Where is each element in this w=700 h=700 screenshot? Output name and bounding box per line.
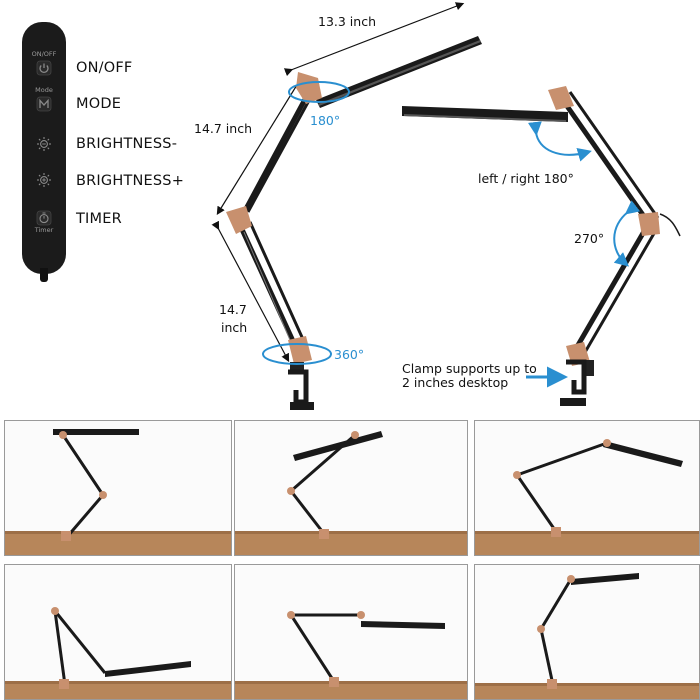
mode-tag: Mode bbox=[35, 86, 53, 94]
brightness-up-button[interactable] bbox=[22, 170, 66, 188]
usage-photo-3 bbox=[474, 420, 700, 556]
mode-label: MODE bbox=[76, 96, 122, 112]
power-icon bbox=[36, 60, 52, 76]
top-arm-dimension-line bbox=[283, 2, 465, 77]
upper-arm-dimension: 14.7 inch bbox=[194, 121, 252, 136]
lower-arm-dimension-value: 14.7 bbox=[219, 302, 247, 317]
timer-label: TIMER bbox=[76, 211, 122, 227]
usage-photo-6 bbox=[474, 564, 700, 700]
left-right-rotation-arrow bbox=[527, 121, 592, 162]
remote-control: ON/OFF Mode bbox=[22, 22, 66, 274]
left-right-rotation-label: left / right 180° bbox=[478, 171, 574, 186]
top-arm-dimension: 13.3 inch bbox=[318, 14, 376, 29]
brightness-down-icon bbox=[37, 137, 51, 151]
head-rotation-label: 180° bbox=[310, 113, 341, 128]
base-rotation-indicator bbox=[262, 343, 332, 365]
usage-photo-2 bbox=[234, 420, 468, 556]
left-lamp bbox=[226, 36, 482, 410]
lower-arm-dimension-unit: inch bbox=[221, 320, 248, 335]
lower-arm-dimension-line bbox=[211, 220, 290, 363]
upper-arm-dimension-line bbox=[216, 72, 307, 216]
joint-rotation-arrow bbox=[613, 200, 641, 267]
mode-icon bbox=[36, 96, 52, 112]
usage-photo-4 bbox=[4, 564, 232, 700]
brightness-down-label: BRIGHTNESS- bbox=[76, 136, 178, 152]
timer-tag: Timer bbox=[34, 226, 54, 234]
usage-photo-1 bbox=[4, 420, 232, 556]
on-off-label: ON/OFF bbox=[76, 60, 133, 76]
right-lamp bbox=[402, 86, 681, 406]
head-rotation-indicator bbox=[288, 81, 350, 103]
timer-button[interactable]: Timer bbox=[22, 208, 66, 234]
usage-photo-5 bbox=[234, 564, 468, 700]
brightness-down-button[interactable] bbox=[22, 134, 66, 152]
clamp-text-line1: Clamp supports up to bbox=[402, 361, 537, 376]
joint-rotation-label: 270° bbox=[574, 231, 605, 246]
lamp-diagram bbox=[211, 2, 681, 410]
timer-icon bbox=[36, 210, 52, 226]
base-rotation-label: 360° bbox=[334, 347, 365, 362]
on-off-tag: ON/OFF bbox=[31, 50, 57, 58]
clamp-text-line2: 2 inches desktop bbox=[402, 375, 509, 390]
brightness-up-icon bbox=[37, 173, 51, 187]
mode-button[interactable]: Mode bbox=[22, 86, 66, 112]
remote-cord bbox=[40, 268, 48, 282]
on-off-button[interactable]: ON/OFF bbox=[22, 50, 66, 76]
brightness-up-label: BRIGHTNESS+ bbox=[76, 173, 185, 189]
